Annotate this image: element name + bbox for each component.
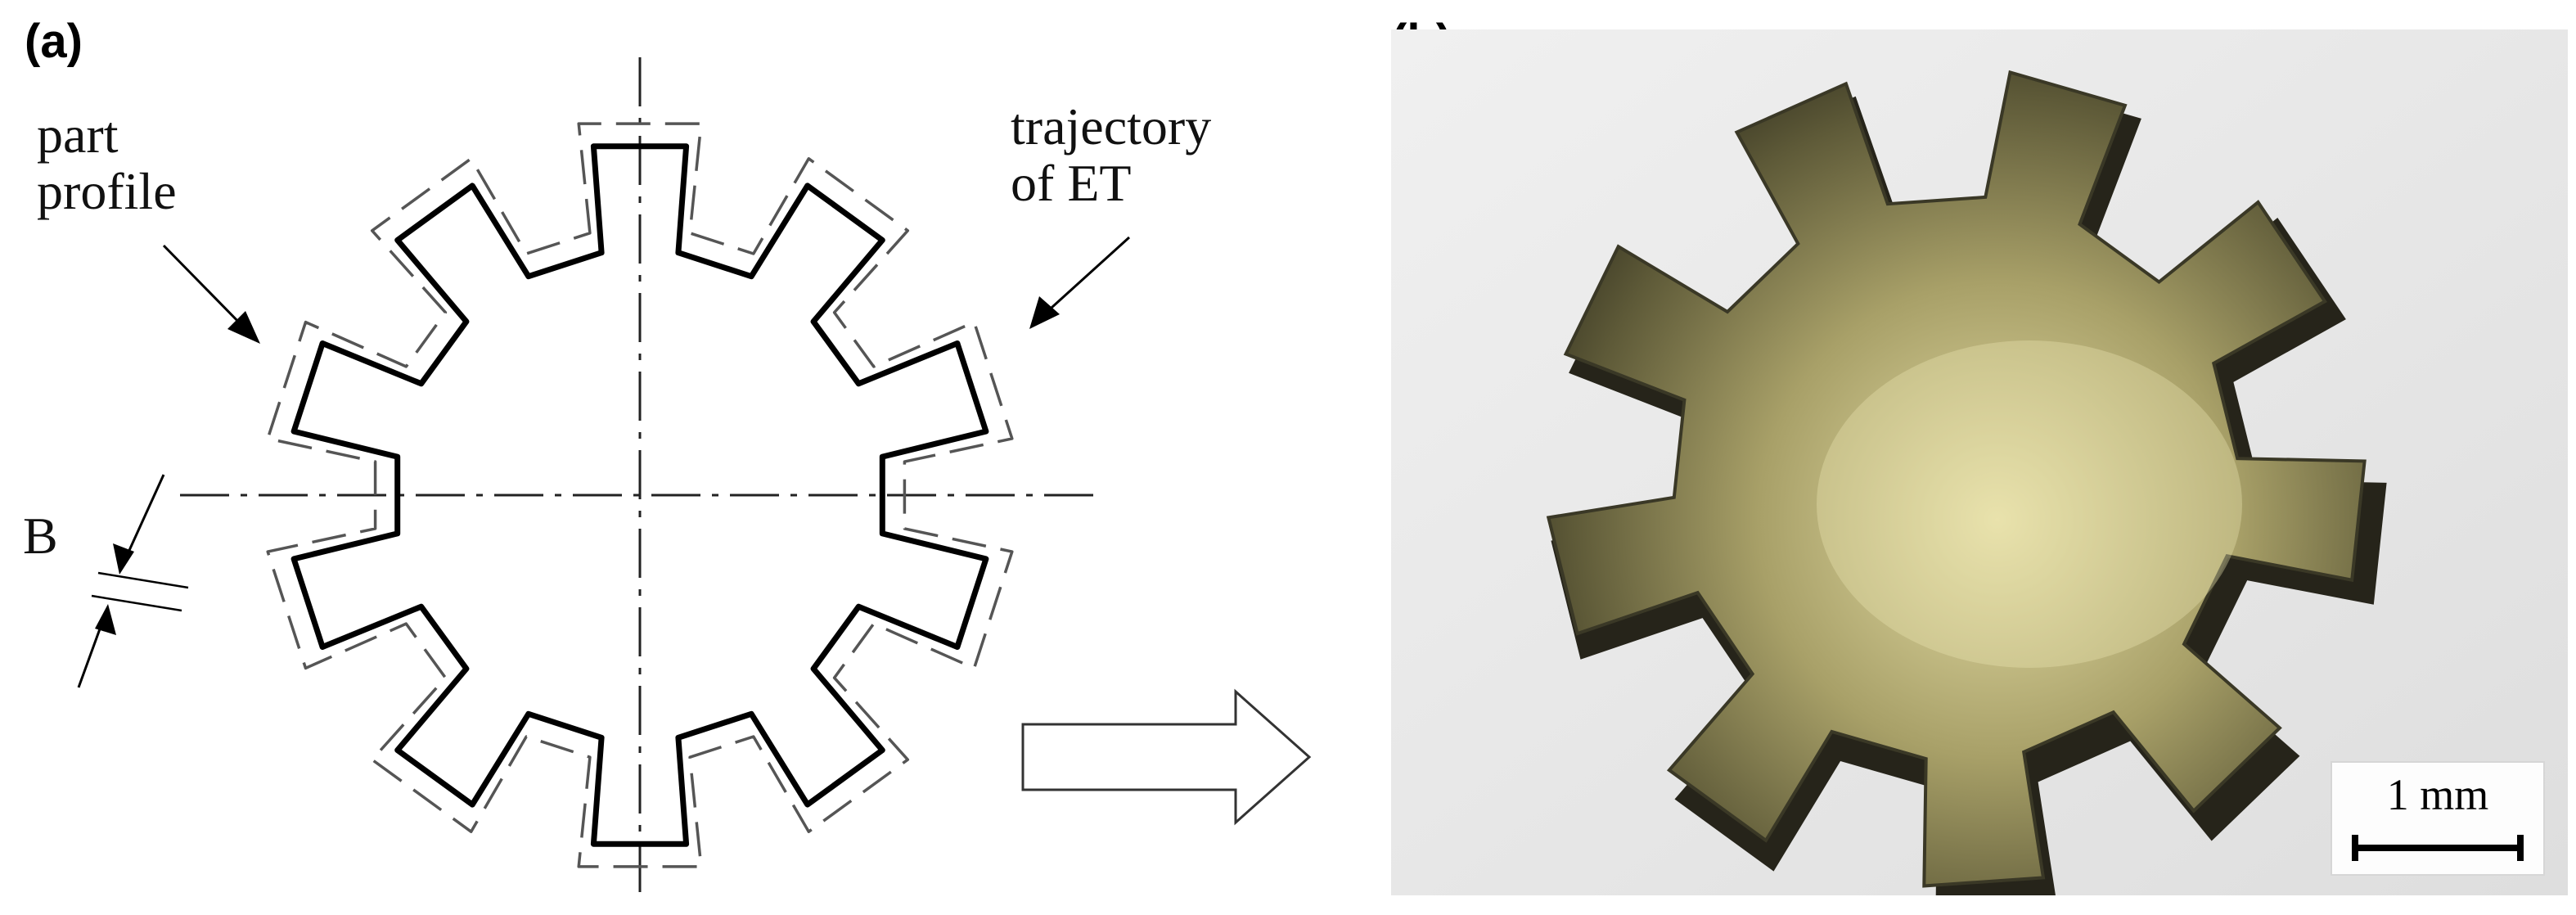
gear-profile-drawing — [77, 57, 1312, 900]
dimension-b-arrow-top-shaft — [121, 474, 165, 566]
dimension-b-arrow-top-head — [113, 543, 134, 575]
part-profile-label-line2: profile — [37, 162, 177, 221]
trajectory-label-line2: of ET — [1011, 154, 1132, 213]
trajectory-arrowhead — [1029, 296, 1060, 329]
gear-photo: 1 mm — [1391, 29, 2568, 895]
scale-bar-box: 1 mm — [2331, 761, 2545, 876]
direction-arrow — [1021, 688, 1312, 826]
part-profile-path — [290, 143, 989, 847]
et-trajectory-path — [266, 122, 1014, 868]
dimension-b-extension-2 — [91, 594, 182, 612]
scale-bar-label: 1 mm — [2386, 770, 2489, 819]
trajectory-label: trajectory of ET — [1011, 98, 1211, 211]
panel-label-a: (a) — [25, 15, 83, 68]
part-profile-leader — [162, 244, 247, 331]
gear-photo-image — [1391, 29, 2568, 895]
gear-top-face — [1546, 70, 2367, 888]
part-profile-label-line1: part — [37, 106, 119, 164]
scale-bar-icon — [2352, 835, 2524, 861]
trajectory-label-line1: trajectory — [1011, 97, 1212, 156]
dimension-b-arrow-bottom-head — [95, 604, 116, 635]
part-profile-label: part profile — [37, 106, 177, 219]
dimension-b-label: B — [23, 507, 58, 565]
dimension-b-extension-1 — [97, 571, 189, 589]
gear-highlight — [1817, 340, 2242, 668]
trajectory-leader — [1042, 236, 1131, 317]
part-profile-arrowhead — [227, 311, 260, 344]
